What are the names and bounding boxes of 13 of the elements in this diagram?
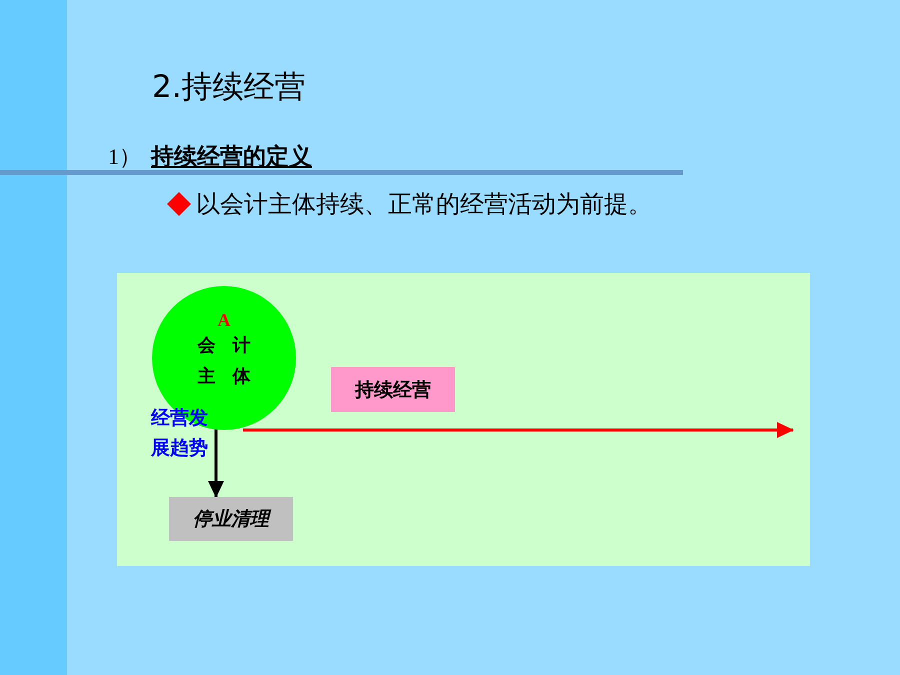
box-label: 持续经营 [355, 378, 431, 402]
entity-label: 会计主体 [196, 334, 268, 389]
letter-label: A [218, 310, 230, 330]
liquidation-box [169, 497, 293, 541]
going-concern-box [331, 367, 455, 412]
arrow [243, 422, 794, 438]
list-number: 1） [108, 143, 141, 171]
section-heading: 持续经营的定义 [151, 143, 312, 172]
arrow [208, 429, 224, 498]
bullet-text: 以会计主体持续、正常的经营活动为前提。 [196, 189, 652, 220]
box-label: 停业清理 [193, 506, 269, 532]
trend-label: 经营发展趋势 [151, 406, 209, 461]
slide-title: 2.持续经营 [152, 68, 306, 107]
